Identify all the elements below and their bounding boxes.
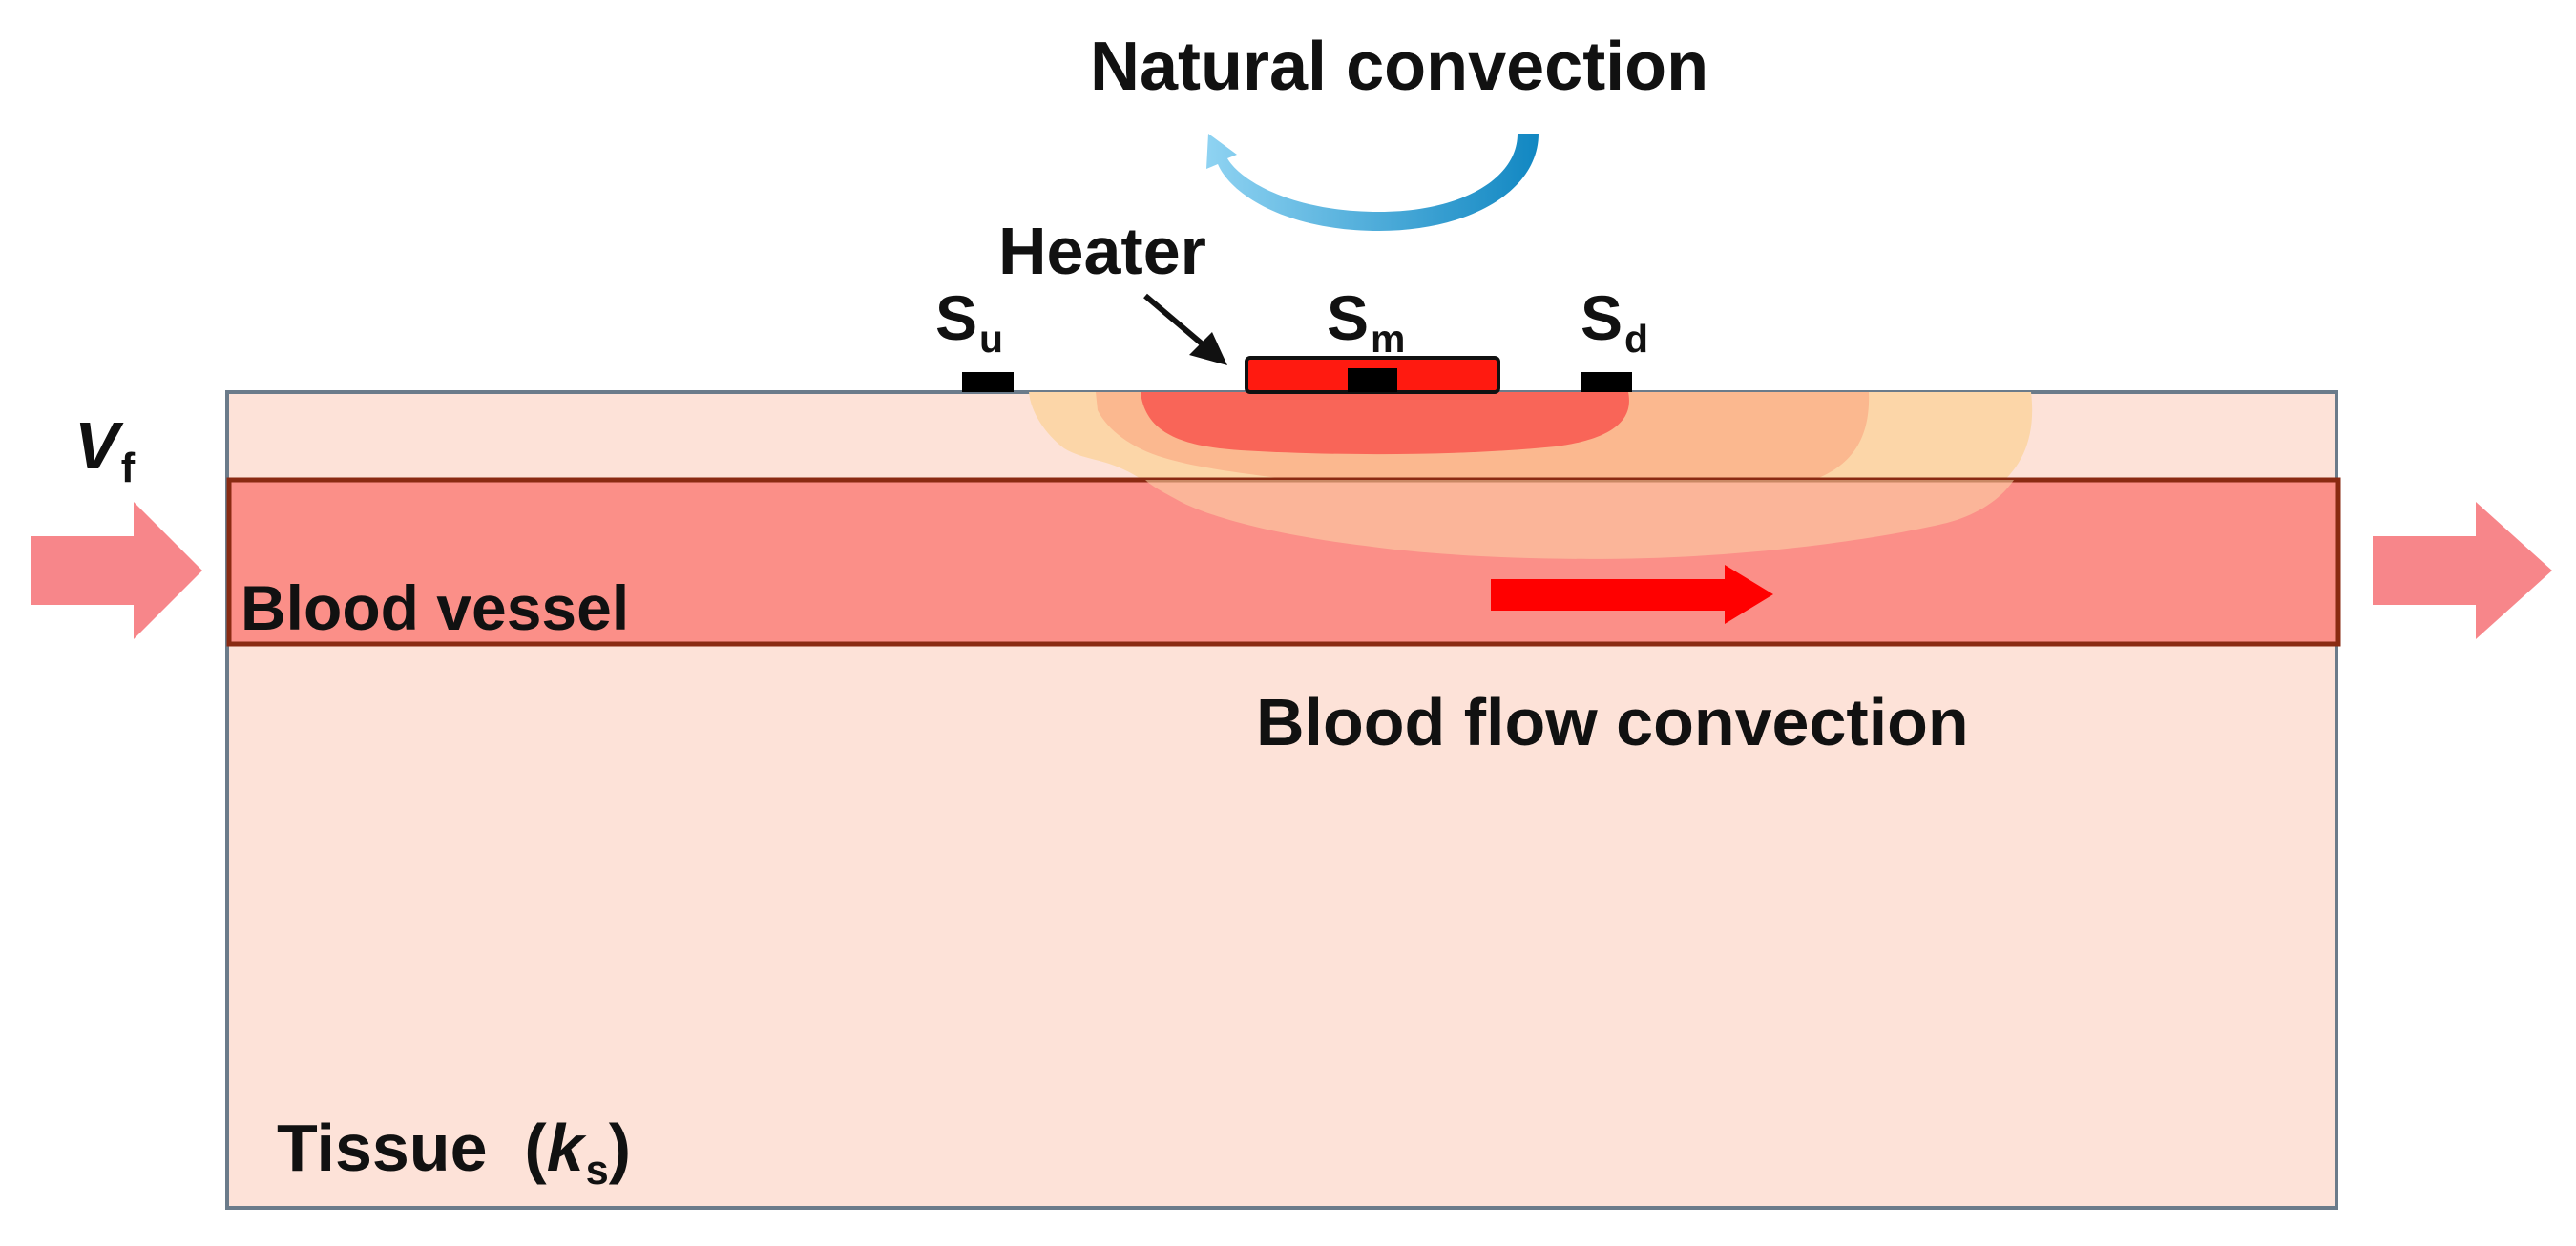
heat-plume-in-vessel [1145,480,2014,559]
heat-plume-inner [1141,392,1629,455]
heater-label: Heater [998,214,1206,288]
sensor-upstream [962,372,1014,392]
flow-velocity-label: Vf [74,408,136,491]
blood-flow-arrow [1491,565,1773,624]
natural-convection-label: Natural convection [1090,29,1709,105]
natural-convection-arrow [1206,134,1539,231]
sensor-upstream-label: Su [935,282,1004,362]
sensor-middle [1348,368,1397,392]
inflow-arrow [31,502,202,639]
blood-vessel-label: Blood vessel [241,572,630,643]
sensor-downstream-label: Sd [1581,282,1649,362]
heater-pointer-arrow [1143,293,1227,365]
tissue-label: Tissue (ks) [277,1111,632,1194]
sensor-downstream [1581,372,1632,392]
outflow-arrow [2373,502,2552,639]
sensor-middle-label: Sm [1327,282,1406,362]
blood-flow-convection-label: Blood flow convection [1256,685,1969,759]
blood-vessel [226,477,2341,647]
